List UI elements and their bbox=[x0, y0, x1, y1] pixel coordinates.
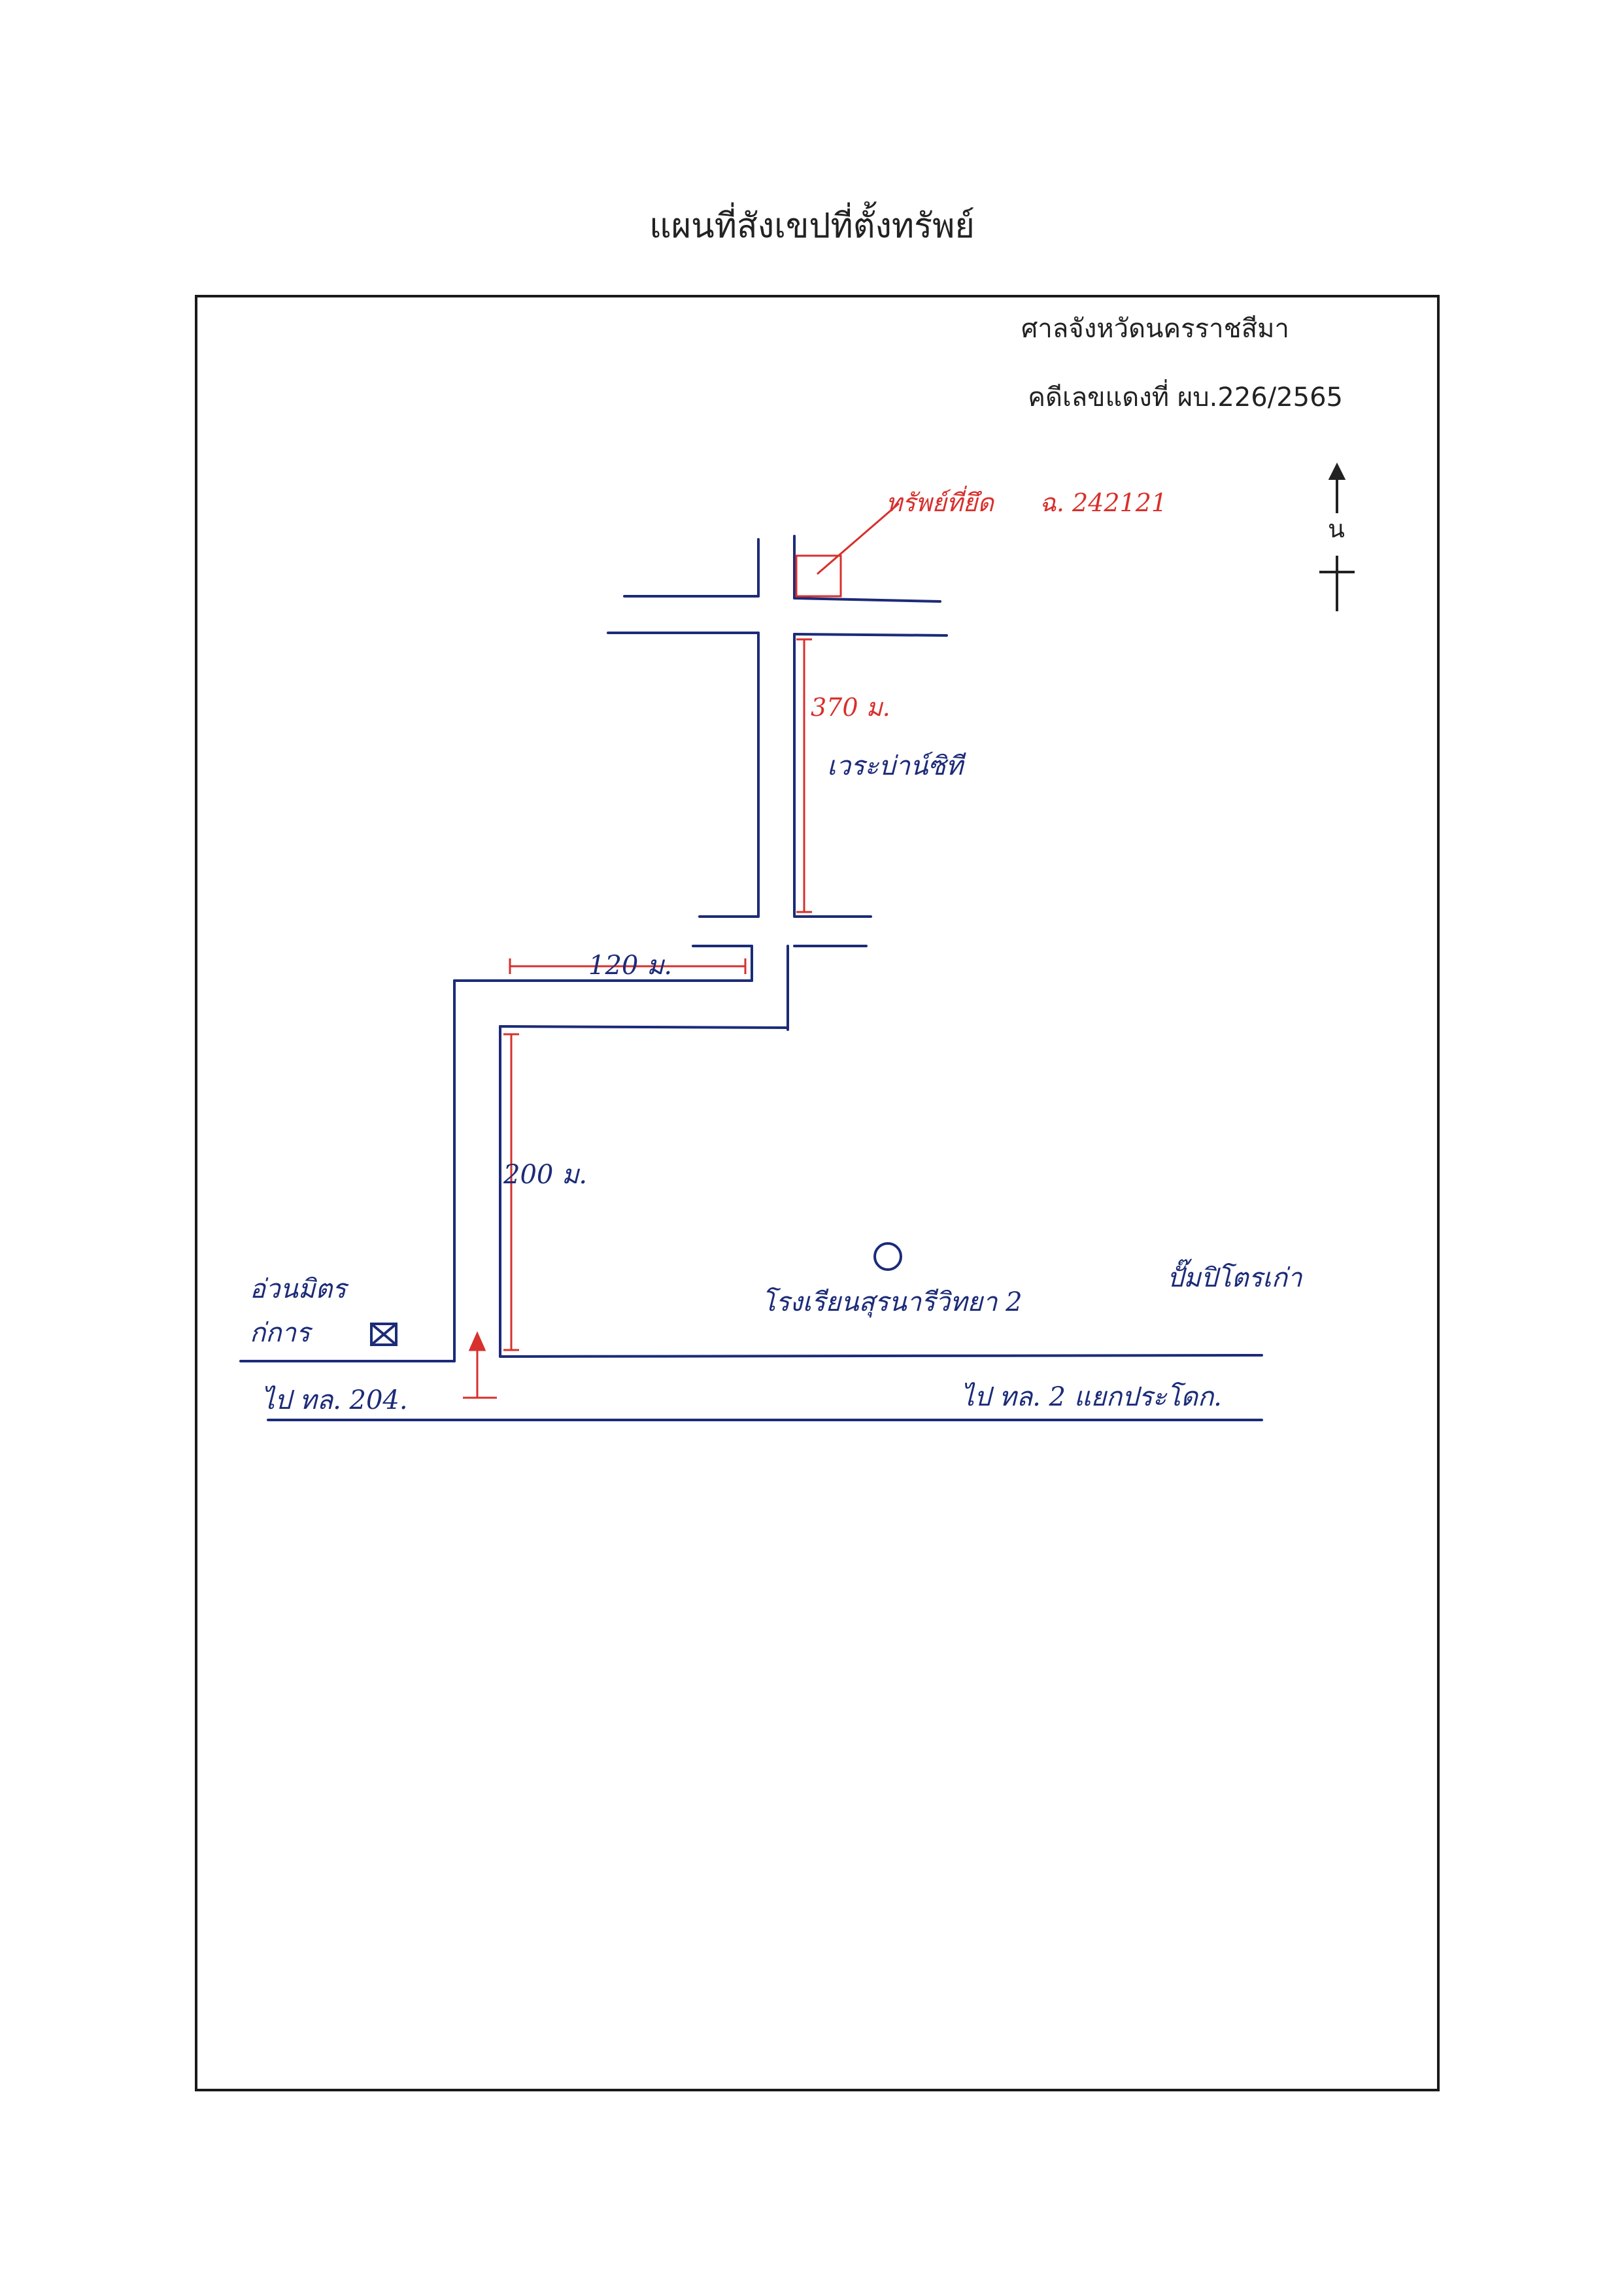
page-title: แผนที่สังเขปที่ตั้งทรัพย์ bbox=[649, 207, 975, 246]
property-deed-label: ฉ. 242121 bbox=[1040, 488, 1167, 517]
property-label: ทรัพย์ที่ยึด bbox=[886, 485, 995, 517]
distance-top-label: 370 ม. bbox=[811, 693, 890, 722]
landmark-left-line1: อ่วนมิตร bbox=[250, 1274, 349, 1304]
north-label: น bbox=[1328, 515, 1345, 543]
distance-side-label: 200 ม. bbox=[503, 1160, 587, 1190]
case-number: คดีเลขแดงที่ ผบ.226/2565 bbox=[1028, 382, 1343, 413]
soi-label: เวระบ่าน์ซิที bbox=[827, 751, 966, 781]
court-name: ศาลจังหวัดนครราชสีมา bbox=[1021, 314, 1289, 344]
landmark-left-line2: ก่การ bbox=[250, 1318, 313, 1348]
map-frame bbox=[195, 295, 1440, 2091]
school-label: โรงเรียนสุรนารีวิทยา 2 bbox=[762, 1287, 1023, 1318]
red-annotations bbox=[463, 502, 900, 1399]
distance-mid-label: 120 ม. bbox=[588, 951, 672, 981]
landmark-right-label: ปั๊มปิโตรเก่า bbox=[1167, 1258, 1303, 1293]
road-network bbox=[239, 535, 1263, 1421]
road-right-label: ไป ทล. 2 แยกประโดก. bbox=[961, 1381, 1222, 1412]
north-arrow-icon bbox=[1319, 462, 1355, 611]
road-left-label: ไป ทล. 204. bbox=[262, 1385, 408, 1415]
